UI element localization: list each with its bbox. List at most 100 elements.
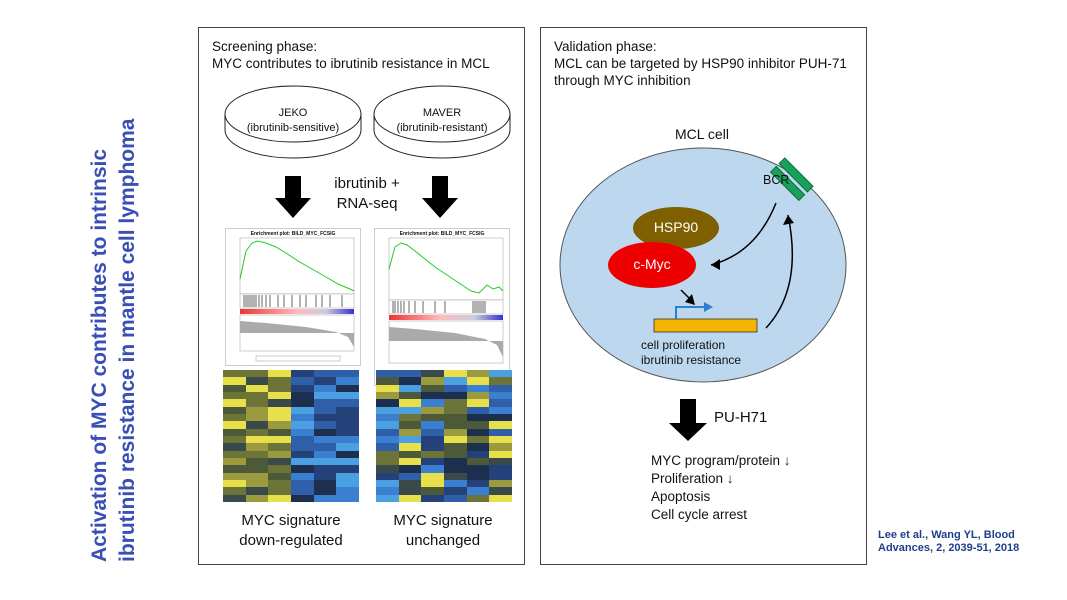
heatmap-cell xyxy=(290,421,314,429)
heatmap-cell xyxy=(443,487,467,495)
heatmap-cell xyxy=(398,472,422,480)
heatmap-cell xyxy=(376,406,399,414)
heatmap-cell xyxy=(313,392,337,400)
heatmap-cell xyxy=(290,436,314,444)
heatmap-cell xyxy=(245,370,269,378)
heatmap-cell xyxy=(489,472,512,480)
heatmap-cell xyxy=(421,487,444,495)
heatmap-cell xyxy=(489,450,512,458)
dish-maver-desc: (ibrutinib-resistant) xyxy=(396,122,488,134)
heatmap-cell xyxy=(376,377,399,385)
heatmap-cell xyxy=(421,450,444,458)
validation-panel: Validation phase: MCL can be targeted by… xyxy=(540,27,867,565)
heatmap-cell xyxy=(398,487,422,495)
heatmap-cell xyxy=(313,428,337,436)
petri-dish-icon xyxy=(224,85,362,159)
heatmap-cell xyxy=(245,443,269,451)
enrichment-curve-icon xyxy=(239,237,355,362)
heatmap-cell xyxy=(376,414,399,422)
heatmap-cell xyxy=(336,465,359,473)
heatmap-cell xyxy=(443,399,467,407)
heatmap-cell xyxy=(489,443,512,451)
heatmap-cell xyxy=(376,428,399,436)
heatmap-cell xyxy=(268,399,291,407)
heatmap-cell xyxy=(313,487,337,495)
heatmap-cell xyxy=(376,392,399,400)
heatmap-cell xyxy=(376,384,399,392)
heatmap-cell xyxy=(290,392,314,400)
heatmap-cell xyxy=(398,414,422,422)
heatmap-cell xyxy=(443,384,467,392)
heatmap-cell xyxy=(421,436,444,444)
heatmap-cell xyxy=(489,465,512,473)
heatmap-cell xyxy=(398,436,422,444)
heatmap-cell xyxy=(443,472,467,480)
heatmap-cell xyxy=(398,465,422,473)
heatmap-cell xyxy=(336,428,359,436)
heatmap-cell xyxy=(398,494,422,502)
heatmap-cell xyxy=(376,370,399,378)
heatmap-cell xyxy=(268,443,291,451)
heatmap-cell xyxy=(245,450,269,458)
heatmap-cell xyxy=(489,458,512,466)
heatmap-cell xyxy=(245,472,269,480)
heatmap-cell xyxy=(290,370,314,378)
heatmap-cell xyxy=(466,458,490,466)
gsea-plot-maver: Enrichment plot: BILD_MYC_FCSIG xyxy=(374,228,510,386)
heatmap-cell xyxy=(421,443,444,451)
heatmap-cell xyxy=(268,370,291,378)
heatmap-cell xyxy=(421,494,444,502)
mcl-cell-diagram xyxy=(559,147,847,441)
heatmap-cell xyxy=(421,421,444,429)
heatmap-cell xyxy=(268,428,291,436)
heatmap-cell xyxy=(443,450,467,458)
petri-dish-icon xyxy=(373,85,511,159)
heatmap-cell xyxy=(489,377,512,385)
heatmap-cell xyxy=(290,472,314,480)
result-left-line1: MYC signature xyxy=(241,512,341,529)
heatmap-cell xyxy=(268,414,291,422)
heatmap-cell xyxy=(268,406,291,414)
heatmap-cell xyxy=(245,421,269,429)
heatmap-cell xyxy=(398,392,422,400)
hsp90-shape xyxy=(633,207,719,249)
heatmap-cell xyxy=(489,370,512,378)
heatmap-cell xyxy=(336,421,359,429)
heatmap-cell xyxy=(313,458,337,466)
heatmap-cell xyxy=(223,384,246,392)
dish-maver-name: MAVER xyxy=(422,107,462,119)
heatmap-cell xyxy=(466,450,490,458)
heatmap-cell xyxy=(421,377,444,385)
heatmap-cell xyxy=(268,392,291,400)
heatmap-maver xyxy=(376,370,512,502)
heatmap-cell xyxy=(268,494,291,502)
down-arrow-icon xyxy=(422,176,458,218)
heatmap-cell xyxy=(245,465,269,473)
drug-label: PU-H71 xyxy=(714,409,768,426)
heatmap-cell xyxy=(268,377,291,385)
heatmap-cell xyxy=(398,480,422,488)
heatmap-cell xyxy=(443,421,467,429)
heatmap-cell xyxy=(313,472,337,480)
heatmap-cell xyxy=(376,450,399,458)
cmyc-label: c-Myc xyxy=(633,256,671,272)
heatmap-cell xyxy=(223,436,246,444)
heatmap-cell xyxy=(313,384,337,392)
heatmap-cell xyxy=(336,487,359,495)
heatmap-cell xyxy=(398,377,422,385)
citation-line2: Advances, 2, 2039-51, 2018 xyxy=(878,542,1020,554)
heatmap-cell xyxy=(313,370,337,378)
heatmap-cell xyxy=(466,377,490,385)
heatmap-cell xyxy=(336,436,359,444)
heatmap-cell xyxy=(268,436,291,444)
heatmap-cell xyxy=(466,443,490,451)
heatmap-cell xyxy=(268,458,291,466)
heatmap-cell xyxy=(376,421,399,429)
heatmap-cell xyxy=(290,406,314,414)
heatmap-cell xyxy=(443,377,467,385)
heatmap-cell xyxy=(223,377,246,385)
heatmap-cell xyxy=(223,494,246,502)
heatmap-cell xyxy=(245,377,269,385)
heatmap-cell xyxy=(443,443,467,451)
heatmap-cell xyxy=(313,436,337,444)
